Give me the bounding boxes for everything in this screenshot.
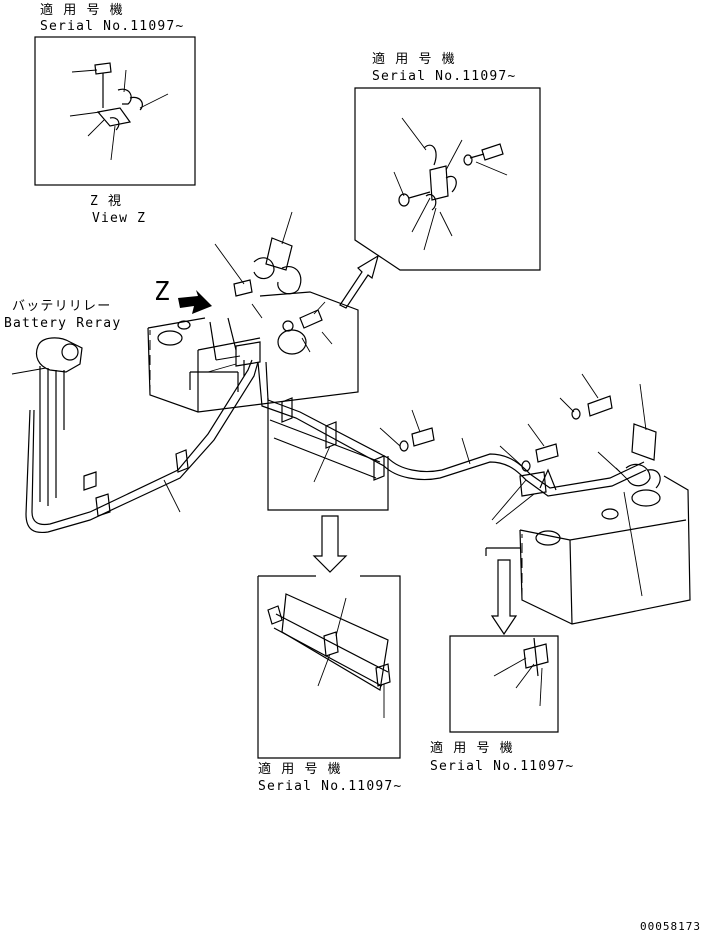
arrow-to-bottom-center [312, 515, 348, 573]
detail-bottom-center-serial-label: Serial No.11097~ [258, 779, 402, 794]
relay-label-en: Battery Reray [4, 316, 121, 331]
detail-bottom-right-serial-label: Serial No.11097~ [430, 759, 574, 774]
detail-bottom-right-apply-label: 適 用 号 機 [430, 740, 514, 756]
detail-panel-bottom-center: 適 用 号 機 Serial No.11097~ [257, 575, 402, 794]
view-z-caption-jp: Z 視 [90, 194, 122, 209]
battery-relay: バッテリリレー Battery Reray [4, 299, 121, 506]
center-clamp-panel [267, 397, 389, 511]
detail-bottom-center-frame [257, 575, 401, 759]
view-z-frame [34, 36, 196, 186]
drawing-number: 00058173 [640, 920, 701, 933]
detail-bottom-center-apply-label: 適 用 号 機 [258, 761, 342, 777]
view-z-serial-label: Serial No.11097~ [40, 19, 184, 34]
cable-center-right [257, 361, 647, 497]
detail-top-frame [354, 87, 541, 271]
view-z-arrow-icon [178, 290, 212, 314]
view-z-apply-label: 適 用 号 機 [40, 2, 124, 18]
arrow-to-bottom-right [490, 559, 518, 636]
right-battery [485, 383, 691, 625]
detail-top-serial-label: Serial No.11097~ [372, 69, 516, 84]
detail-bottom-right-frame [449, 635, 559, 733]
view-z-caption-en: View Z [92, 211, 146, 226]
center-right-bolts [379, 373, 613, 472]
cable-left [25, 359, 259, 534]
arrow-to-top-detail [339, 254, 379, 309]
detail-panel-bottom-right: 適 用 号 機 Serial No.11097~ [430, 635, 574, 774]
z-marker: Z [154, 277, 170, 307]
detail-panel-top-right: 適 用 号 機 Serial No.11097~ [354, 51, 541, 271]
left-battery: Z [147, 211, 359, 413]
detail-top-apply-label: 適 用 号 機 [372, 51, 456, 67]
view-z-panel: 適 用 号 機 Serial No.11097~ Z 視 View Z [34, 2, 196, 226]
relay-label-jp: バッテリリレー [12, 299, 111, 314]
